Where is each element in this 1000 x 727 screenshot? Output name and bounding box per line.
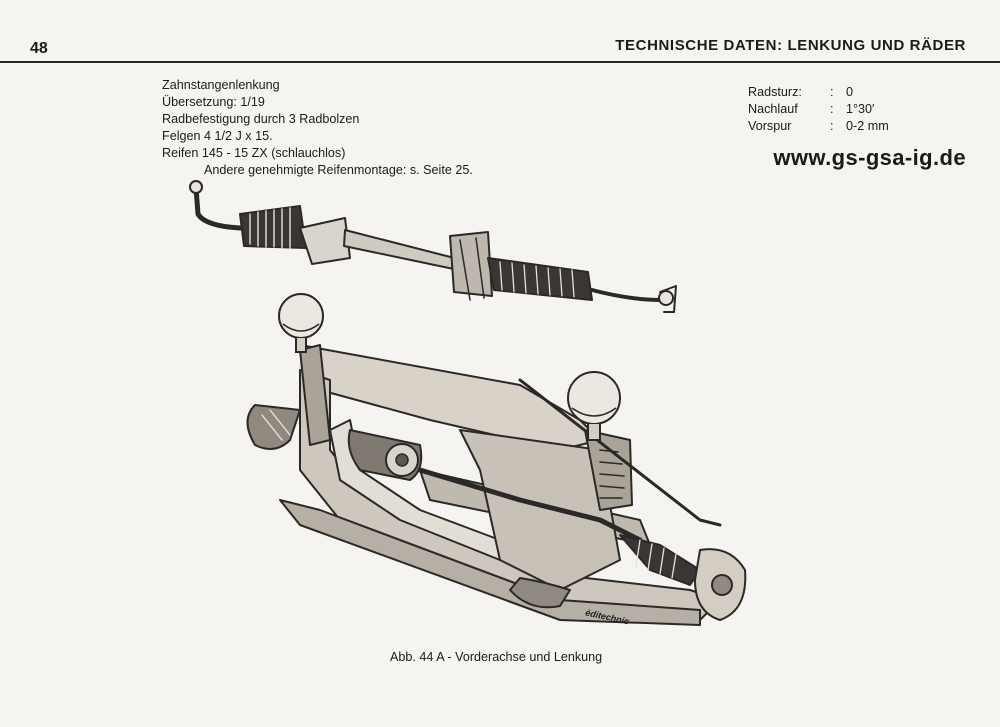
section-title: TECHNISCHE DATEN: LENKUNG UND RÄDER	[615, 37, 966, 54]
suspension-spheres	[278, 293, 621, 441]
spec-caster: Nachlauf : 1°30′	[748, 101, 889, 118]
spec-separator: :	[830, 119, 834, 133]
steering-rack-drawing	[189, 180, 677, 313]
spec-label: Nachlauf	[748, 102, 798, 116]
spec-tyres-note: Andere genehmigte Reifenmontage: s. Seit…	[204, 163, 473, 177]
spec-label: Vorspur	[748, 119, 792, 133]
spec-wheel-fixing: Radbefestigung durch 3 Radbolzen	[162, 112, 360, 126]
spec-tyres: Reifen 145 - 15 ZX (schlauchlos)	[162, 146, 346, 160]
spec-list-right: Radsturz: : 0 Nachlauf : 1°30′ Vorspur :…	[748, 84, 889, 135]
spec-list-left: Zahnstangenlenkung Übersetzung: 1/19 Rad…	[162, 77, 473, 179]
page-number: 48	[30, 40, 48, 57]
spec-value: 1°30′	[846, 102, 875, 116]
spec-separator: :	[830, 85, 834, 99]
spec-camber: Radsturz: : 0	[748, 84, 889, 101]
spec-separator: :	[830, 102, 834, 116]
front-subframe-drawing	[246, 344, 747, 626]
figure-caption: Abb. 44 A - Vorderachse und Lenkung	[390, 650, 603, 664]
header-rule	[0, 61, 1000, 63]
spec-rims: Felgen 4 1/2 J x 15.	[162, 129, 273, 143]
website-watermark[interactable]: www.gs-gsa-ig.de	[773, 145, 966, 170]
spec-value: 0-2 mm	[846, 119, 889, 133]
spec-value: 0	[846, 85, 854, 99]
spec-ratio: Übersetzung: 1/19	[162, 95, 265, 109]
spec-toe-in: Vorspur : 0-2 mm	[748, 118, 889, 135]
spec-label: Radsturz:	[748, 85, 802, 99]
spec-steering-type: Zahnstangenlenkung	[162, 78, 280, 92]
